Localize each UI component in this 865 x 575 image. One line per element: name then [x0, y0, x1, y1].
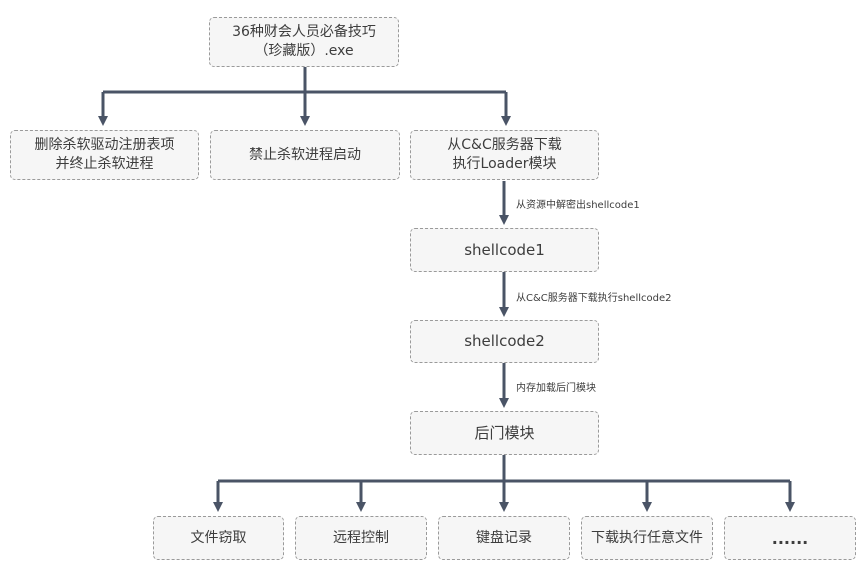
shellcode2-node: shellcode2: [410, 320, 599, 363]
block-av-node: 禁止杀软进程启动: [210, 130, 400, 180]
download-exec-label: 下载执行任意文件: [591, 529, 703, 546]
shellcode1-node: shellcode1: [410, 228, 599, 272]
delete-av-node: 删除杀软驱动注册表项 并终止杀软进程: [10, 130, 199, 180]
more-label: ......: [771, 528, 809, 548]
more-node: ......: [724, 516, 856, 560]
shellcode1-label: shellcode1: [464, 240, 545, 259]
backdoor-label: 后门模块: [474, 423, 535, 442]
remote-control-node: 远程控制: [295, 516, 427, 560]
delete-av-label: 删除杀软驱动注册表项 并终止杀软进程: [34, 137, 175, 172]
download-loader-node: 从C&C服务器下载 执行Loader模块: [410, 130, 599, 180]
backdoor-node: 后门模块: [410, 411, 599, 455]
decrypt-shellcode1-label: 从资源中解密出shellcode1: [516, 200, 640, 211]
root-node-label: 36种财会人员必备技巧 （珍藏版）.exe: [232, 24, 376, 59]
file-theft-node: 文件窃取: [153, 516, 284, 560]
keylogging-label: 键盘记录: [476, 529, 532, 546]
keylogging-node: 键盘记录: [438, 516, 570, 560]
remote-control-label: 远程控制: [333, 529, 389, 546]
shellcode2-label: shellcode2: [464, 332, 545, 350]
download-exec-node: 下载执行任意文件: [581, 516, 713, 560]
root-node: 36种财会人员必备技巧 （珍藏版）.exe: [209, 17, 399, 67]
download-loader-label: 从C&C服务器下载 执行Loader模块: [447, 137, 562, 172]
block-av-label: 禁止杀软进程启动: [249, 146, 361, 163]
download-shellcode2-label: 从C&C服务器下载执行shellcode2: [516, 293, 672, 304]
file-theft-label: 文件窃取: [190, 529, 247, 546]
load-backdoor-label: 内存加载后门模块: [516, 383, 596, 394]
